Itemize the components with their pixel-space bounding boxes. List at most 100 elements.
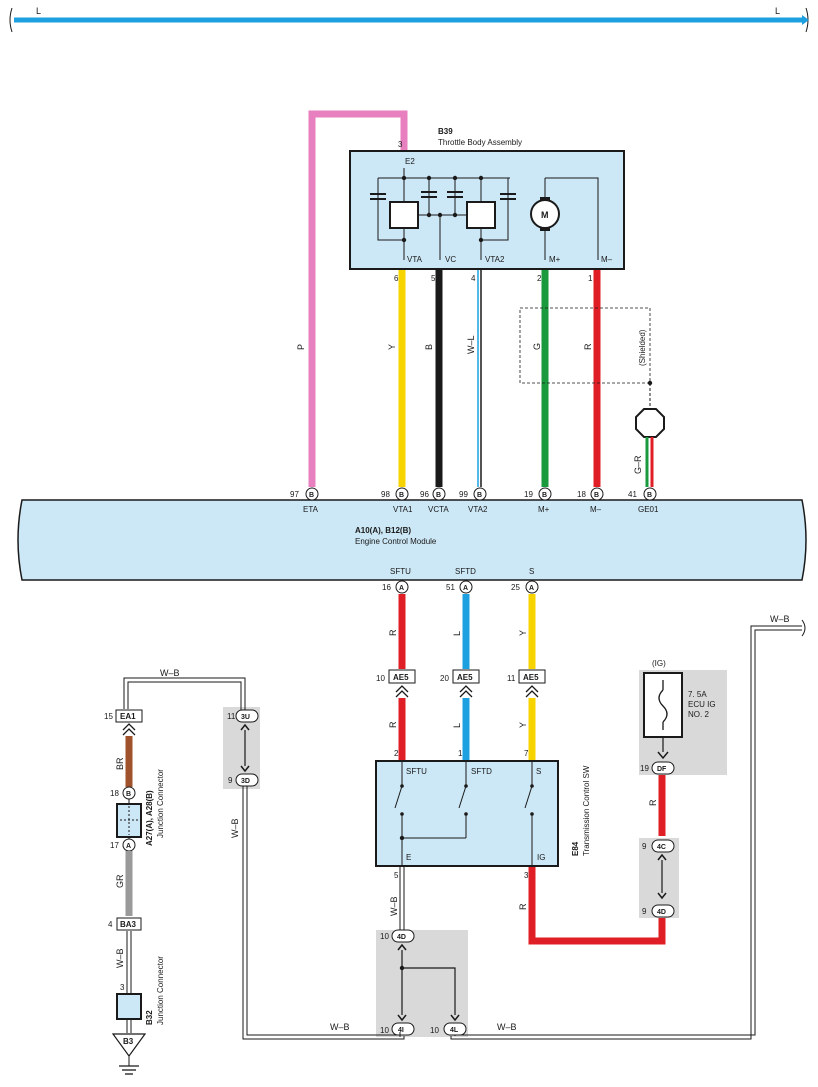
lower-wire-y: Y	[518, 722, 528, 728]
b32-ref: B32	[145, 1010, 154, 1025]
wire-gr: GR	[115, 874, 125, 888]
fuse-rating: 7. 5A	[688, 690, 707, 699]
wire-br: BR	[115, 757, 125, 770]
ground-label: B3	[123, 1037, 134, 1046]
transmission-control-switch: SFTU SFTD S E IG E84 Transmission Contro…	[375, 760, 591, 867]
pin-label-vc: VC	[445, 255, 456, 264]
tcs-pin-3: 3	[524, 871, 529, 880]
ae5-connectors: 10 AE5 20 AE5 11 AE5	[376, 669, 546, 698]
ecm-conn-25: A	[529, 585, 534, 592]
ecm-pin-25: 25	[511, 583, 520, 592]
mid-wire-y: Y	[518, 630, 528, 636]
junction-pin-a-num: 17	[110, 841, 119, 850]
wire-wb-right-top: W–B	[770, 614, 790, 624]
b32-pin: 3	[120, 983, 125, 992]
tcs-label-sftd: SFTD	[471, 767, 492, 776]
e2-pin-number: 3	[398, 140, 403, 149]
throttle-pin-4: 4	[471, 274, 476, 283]
splice-4l-label: 4L	[450, 1027, 459, 1034]
ecm-label-s: S	[529, 567, 534, 576]
motor-symbol: M	[541, 210, 549, 220]
wire-wb-left: W–B	[115, 948, 125, 968]
splice-3u-label: 3U	[241, 714, 250, 721]
ground-b3: B3	[111, 1033, 147, 1075]
ecm-pin-97: 97	[290, 490, 299, 499]
connector-ea1: 15 EA1	[104, 709, 143, 736]
ecm-conn-99: B	[477, 492, 482, 499]
ea1-pin-num: 15	[104, 712, 113, 721]
ecm-label-vta2: VTA2	[468, 505, 488, 514]
df-num: 19	[640, 764, 649, 773]
ecm-pin-96: 96	[420, 490, 429, 499]
tcs-label-sftu: SFTU	[406, 767, 427, 776]
ecm-pin-51: 51	[446, 583, 455, 592]
splice-4c-4d: 9 4C 9 4D	[642, 839, 675, 918]
wire-color-b: B	[424, 344, 434, 350]
ecm-label-vcta: VCTA	[428, 505, 449, 514]
ecm-label-ge01: GE01	[638, 505, 659, 514]
tcs-pin-1: 1	[458, 749, 463, 758]
wire-wb-bottom-right: W–B	[497, 1022, 517, 1032]
ecm-name: Engine Control Module	[355, 537, 437, 546]
junction-ref: A27(A), A28(B)	[145, 790, 154, 846]
engine-control-module: A10(A), B12(B) Engine Control Module	[17, 499, 807, 581]
pin-label-mminus: M–	[601, 255, 613, 264]
tcs-label-ig: IG	[537, 853, 545, 862]
ecm-pin-41: 41	[628, 490, 637, 499]
lower-wire-r: R	[388, 721, 398, 728]
ecm-ref: A10(A), B12(B)	[355, 526, 411, 535]
wire-color-wl: W–L	[466, 335, 476, 354]
lower-wire-l: L	[452, 723, 462, 728]
fuse-ig: (IG)	[652, 659, 666, 668]
throttle-pin-2: 2	[537, 274, 542, 283]
wire-wb-vertical: W–B	[230, 818, 240, 838]
ecm-label-sftu: SFTU	[390, 567, 411, 576]
ecm-label-eta: ETA	[303, 505, 319, 514]
splice-3u-num: 11	[227, 712, 236, 721]
tcs-ref: E84	[571, 841, 580, 856]
tcs-pin-7: 7	[524, 749, 529, 758]
tcs-name: Transmission Control SW	[582, 765, 591, 856]
ecm-pin-98: 98	[381, 490, 390, 499]
fuse-name2: NO. 2	[688, 710, 709, 719]
splice-3u-3d: 11 3U 9 3D	[227, 709, 259, 787]
wire-color-y: Y	[387, 344, 397, 350]
ba3-pin-num: 4	[108, 920, 113, 929]
splice-4d-num: 10	[380, 932, 389, 941]
throttle-pin-1: 1	[588, 274, 593, 283]
ecm-bottom-pins: SFTU 16 A SFTD 51 A S 25 A	[382, 567, 539, 594]
splice-4i-num: 10	[380, 1026, 389, 1035]
ecm-pin-19: 19	[524, 490, 533, 499]
tcs-pin-2: 2	[394, 749, 399, 758]
junction-connector-a27-a28: 18 B 17 A A27(A), A28(B) Junction Connec…	[110, 769, 165, 852]
pin-label-vta: VTA	[407, 255, 423, 264]
mid-wire-r: R	[388, 629, 398, 636]
splice-4d-4i-4l: 10 4D 10 4I 10 4L	[380, 929, 467, 1036]
throttle-pin-5: 5	[431, 274, 436, 283]
junction-pin-b-num: 18	[110, 789, 119, 798]
wire-r-fuse: R	[648, 799, 658, 806]
ba3-label: BA3	[120, 920, 137, 929]
top-bus: L L	[9, 6, 809, 33]
splice-4l-num: 10	[430, 1026, 439, 1035]
splice-3d-num: 9	[228, 776, 233, 785]
wire-color-r: R	[583, 343, 593, 350]
wire-wb-top-left: W–B	[160, 668, 180, 678]
wire-color-gr-shield: G–R	[633, 455, 643, 474]
ae5-label-1: AE5	[393, 673, 409, 682]
ae5-pin-11: 11	[507, 674, 516, 683]
shielded-label: (Shielded)	[638, 329, 647, 366]
fuse-name1: ECU IG	[688, 700, 716, 709]
wire-wb-bottom-left: W–B	[330, 1022, 350, 1032]
wire-r-ig: R	[518, 903, 528, 910]
ecm-conn-16: A	[399, 585, 404, 592]
wire-color-g: G	[532, 343, 542, 350]
ecm-label-mminus: M–	[590, 505, 602, 514]
b32-name: Junction Connector	[156, 956, 165, 1025]
mid-wire-l: L	[452, 631, 462, 636]
wire-wb-tcs: W–B	[389, 896, 399, 916]
splice-4i-label: 4I	[398, 1027, 404, 1034]
throttle-ref: B39	[438, 127, 453, 136]
fuse-ecu-ig-no2: (IG) 7. 5A ECU IG NO. 2 19 DF	[640, 659, 716, 775]
